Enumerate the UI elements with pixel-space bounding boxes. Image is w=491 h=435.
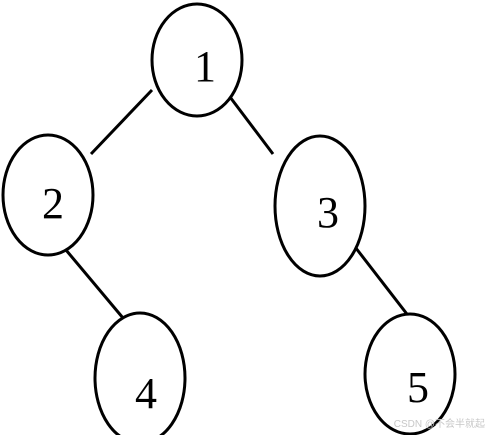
tree-node-5: 5 — [363, 312, 457, 435]
tree-node-4: 4 — [93, 311, 187, 435]
edge-3-5 — [350, 242, 412, 319]
csdn-watermark: CSDN @不会半就起 — [393, 419, 485, 430]
edge-2-4 — [64, 249, 125, 319]
node-1-circle — [150, 2, 244, 118]
node-1-label: 1 — [194, 42, 216, 91]
tree-node-3: 3 — [273, 134, 367, 278]
node-2-label: 2 — [42, 179, 64, 228]
node-3-label: 3 — [317, 188, 339, 237]
edge-1-3 — [228, 96, 275, 155]
edge-1-2 — [89, 88, 154, 156]
node-3-circle — [273, 134, 367, 278]
tree-node-2: 2 — [1, 133, 95, 257]
node-5-circle — [363, 312, 457, 435]
node-4-label: 4 — [135, 369, 157, 418]
node-2-circle — [1, 133, 95, 257]
node-4-circle — [93, 311, 187, 435]
tree-node-1: 1 — [150, 2, 244, 118]
node-5-label: 5 — [407, 363, 429, 412]
